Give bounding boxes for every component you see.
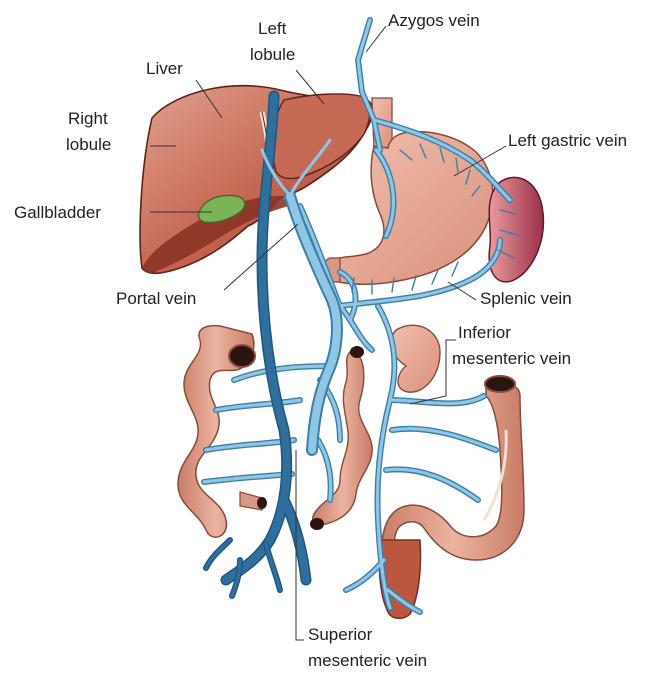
label-azygos-vein: Azygos vein bbox=[388, 11, 480, 30]
label-superior-mesenteric-line1: Superior bbox=[308, 625, 373, 644]
label-splenic-vein: Splenic vein bbox=[480, 289, 572, 308]
label-left-gastric-vein: Left gastric vein bbox=[508, 131, 627, 150]
stomach-body bbox=[330, 132, 493, 285]
label-left-lobule-line1: Left bbox=[258, 19, 287, 38]
label-inferior-mesenteric-line2: mesenteric vein bbox=[452, 349, 571, 368]
label-left-lobule-line2: lobule bbox=[250, 45, 295, 64]
liver bbox=[140, 86, 373, 274]
label-right-lobule-line1: Right bbox=[68, 109, 108, 128]
ascending-colon-opening bbox=[229, 345, 255, 367]
spleen bbox=[489, 177, 543, 282]
liver-left-lobule bbox=[273, 94, 370, 179]
ascending-colon bbox=[178, 326, 267, 538]
label-right-lobule-line2: lobule bbox=[66, 135, 111, 154]
descending-colon-opening bbox=[485, 376, 515, 392]
label-liver: Liver bbox=[146, 59, 183, 78]
kidney bbox=[391, 325, 440, 392]
label-gallbladder: Gallbladder bbox=[14, 203, 101, 222]
label-portal-vein: Portal vein bbox=[116, 289, 196, 308]
label-inferior-mesenteric-line1: Inferior bbox=[458, 323, 511, 342]
label-superior-mesenteric-line2: mesenteric vein bbox=[308, 651, 427, 670]
